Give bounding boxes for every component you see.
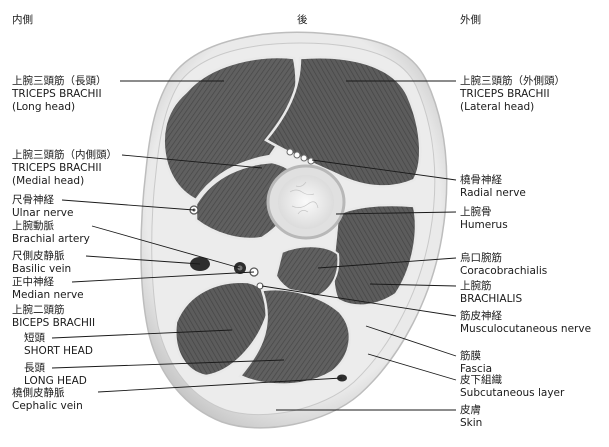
label-jp: 短頭 <box>24 332 93 345</box>
label-jp: 橈骨神経 <box>460 174 526 187</box>
label-jp: 橈側皮静脈 <box>12 387 83 400</box>
label-en: TRICEPS BRACHII <box>460 88 565 101</box>
label-median-nerve: 正中神経 Median nerve <box>12 276 84 302</box>
label-short-head: 短頭 SHORT HEAD <box>24 332 93 358</box>
label-biceps-brachii: 上腕二頭筋 BICEPS BRACHII <box>12 304 95 330</box>
label-sub: (Long head) <box>12 101 107 114</box>
label-en: Coracobrachialis <box>460 265 547 278</box>
label-en: Cephalic vein <box>12 400 83 413</box>
label-subcutaneous-layer: 皮下組織 Subcutaneous layer <box>460 374 564 400</box>
label-coracobrachialis: 烏口腕筋 Coracobrachialis <box>460 252 547 278</box>
label-en: Skin <box>460 417 482 430</box>
label-radial-nerve: 橈骨神経 Radial nerve <box>460 174 526 200</box>
label-jp: 長頭 <box>24 362 87 375</box>
label-en: BRACHIALIS <box>460 293 522 306</box>
label-fascia: 筋膜 Fascia <box>460 350 492 376</box>
label-en: Humerus <box>460 219 508 232</box>
label-jp: 尺側皮静脈 <box>12 250 71 263</box>
label-jp: 上腕筋 <box>460 280 522 293</box>
label-jp: 烏口腕筋 <box>460 252 547 265</box>
label-jp: 正中神経 <box>12 276 84 289</box>
label-en: TRICEPS BRACHII <box>12 162 117 175</box>
medial-side-label: 内側 <box>12 14 33 27</box>
label-en: Ulnar nerve <box>12 207 73 220</box>
label-brachialis: 上腕筋 BRACHIALIS <box>460 280 522 306</box>
label-jp: 皮膚 <box>460 404 482 417</box>
label-sub: (Lateral head) <box>460 101 565 114</box>
label-en: Brachial artery <box>12 233 90 246</box>
label-triceps-lateral-head: 上腕三頭筋（外側頭） TRICEPS BRACHII (Lateral head… <box>460 75 565 114</box>
label-en: Basilic vein <box>12 263 71 276</box>
label-sub: (Medial head) <box>12 175 117 188</box>
label-humerus: 上腕骨 Humerus <box>460 206 508 232</box>
label-jp: 筋膜 <box>460 350 492 363</box>
label-en: Radial nerve <box>460 187 526 200</box>
label-jp: 上腕三頭筋（内側頭） <box>12 149 117 162</box>
label-jp: 上腕三頭筋（長頭） <box>12 75 107 88</box>
label-brachial-artery: 上腕動脈 Brachial artery <box>12 220 90 246</box>
label-en: TRICEPS BRACHII <box>12 88 107 101</box>
lateral-side-label: 外側 <box>460 14 481 27</box>
label-jp: 上腕三頭筋（外側頭） <box>460 75 565 88</box>
label-long-head: 長頭 LONG HEAD <box>24 362 87 388</box>
label-en: Musculocutaneous nerve <box>460 323 591 336</box>
label-en: SHORT HEAD <box>24 345 93 358</box>
label-musculocutaneous-nerve: 筋皮神経 Musculocutaneous nerve <box>460 310 591 336</box>
label-jp: 皮下組織 <box>460 374 564 387</box>
label-en: Median nerve <box>12 289 84 302</box>
label-jp: 尺骨神経 <box>12 194 73 207</box>
label-basilic-vein: 尺側皮静脈 Basilic vein <box>12 250 71 276</box>
label-en: BICEPS BRACHII <box>12 317 95 330</box>
label-skin: 皮膚 Skin <box>460 404 482 430</box>
label-cephalic-vein: 橈側皮静脈 Cephalic vein <box>12 387 83 413</box>
humerus-marrow <box>278 175 334 229</box>
label-en: Subcutaneous layer <box>460 387 564 400</box>
posterior-label: 後 <box>297 14 308 27</box>
label-ulnar-nerve: 尺骨神経 Ulnar nerve <box>12 194 73 220</box>
label-triceps-long-head: 上腕三頭筋（長頭） TRICEPS BRACHII (Long head) <box>12 75 107 114</box>
label-jp: 筋皮神経 <box>460 310 591 323</box>
label-jp: 上腕動脈 <box>12 220 90 233</box>
label-jp: 上腕骨 <box>460 206 508 219</box>
label-triceps-medial-head: 上腕三頭筋（内側頭） TRICEPS BRACHII (Medial head) <box>12 149 117 188</box>
label-jp: 上腕二頭筋 <box>12 304 95 317</box>
